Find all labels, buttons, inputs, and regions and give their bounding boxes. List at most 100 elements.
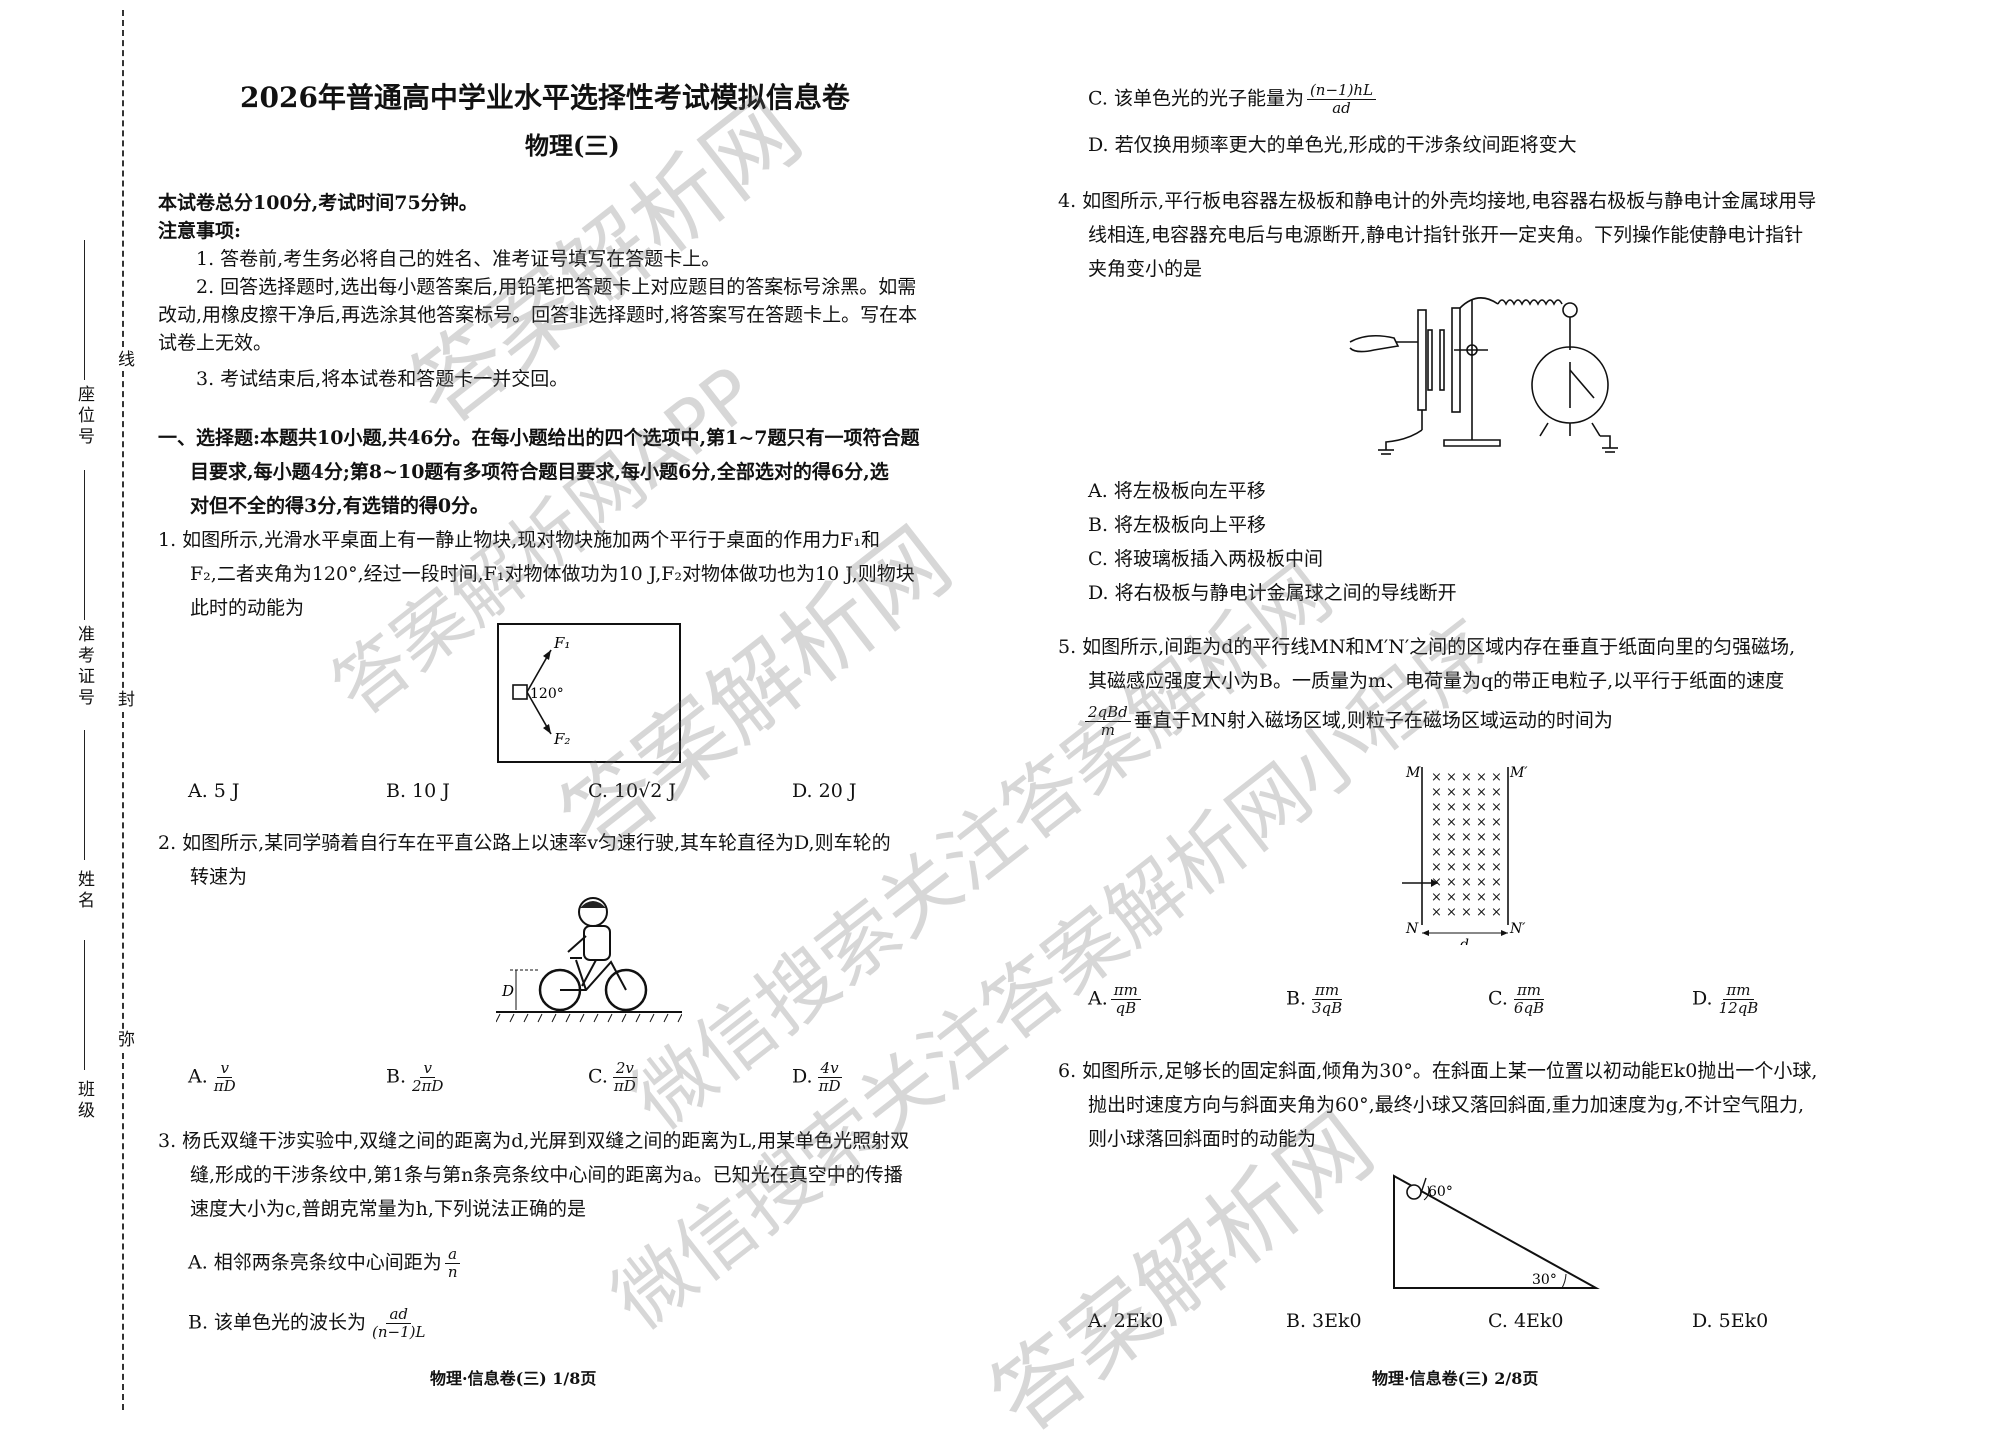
q5-option-a-den: qB — [1115, 999, 1137, 1017]
q2-fig-d-label: D — [501, 982, 514, 1000]
field-cross: × — [1491, 860, 1502, 875]
q2-line-2: 转速为 — [190, 866, 248, 888]
q5-option-d-num: πm — [1723, 982, 1754, 1000]
q2-bicycle-figure: D — [496, 897, 682, 1023]
q3-option-c-num: (n−1)hL — [1306, 82, 1377, 100]
q2-option-c-den: πD — [613, 1077, 636, 1095]
note-3: 3. 考试结束后,将本试卷和答题卡一并交回。 — [196, 368, 569, 390]
q5-fig-m2: M′ — [1509, 765, 1528, 781]
q6-option-b: B. 3Ek0 — [1286, 1310, 1362, 1332]
field-cross: × — [1446, 905, 1457, 920]
q3-option-a-num: a — [445, 1246, 461, 1264]
q6-fig-60: 60° — [1428, 1184, 1453, 1200]
q2-option-b-den: 2πD — [412, 1077, 444, 1095]
field-cross: × — [1491, 785, 1502, 800]
q5-field-crosses: ××××××××××××××××××××××××××××××××××××××××… — [1431, 770, 1502, 920]
q2-option-a-letter: A. — [188, 1065, 208, 1088]
q1-option-a: A. 5 J — [188, 780, 240, 802]
field-cross: × — [1461, 770, 1472, 785]
q4-option-a: A. 将左极板向左平移 — [1088, 480, 1266, 502]
field-cross: × — [1461, 785, 1472, 800]
paper-title: 2026年普通高中学业水平选择性考试模拟信息卷 — [240, 81, 850, 114]
field-cross: × — [1431, 770, 1442, 785]
field-cross: × — [1461, 830, 1472, 845]
q1-fig-f2-label: F₂ — [553, 730, 570, 748]
q4-line-3: 夹角变小的是 — [1088, 258, 1203, 280]
section-1-line-3: 对但不全的得3分,有选错的得0分。 — [190, 495, 490, 517]
q3-option-b: B. 该单色光的波长为 ad(n−1)L — [188, 1306, 431, 1341]
q1-option-b: B. 10 J — [386, 780, 450, 802]
q1-force-diagram: F₁ F₂ 120° — [497, 623, 681, 763]
q5-speed-den: m — [1100, 721, 1115, 739]
q1-fig-f1-label: F₁ — [553, 634, 570, 652]
q2-option-a-num: v — [217, 1060, 232, 1078]
field-cross: × — [1446, 860, 1457, 875]
note-2a: 2. 回答选择题时,选出每小题答案后,用铅笔把答题卡上对应题目的答案标号涂黑。如… — [196, 276, 917, 298]
footer-page-1: 物理·信息卷(三) 1/8页 — [430, 1369, 597, 1388]
field-cross: × — [1476, 845, 1487, 860]
field-cross: × — [1476, 770, 1487, 785]
q5-line-1: 5. 如图所示,间距为d的平行线MN和M′N′之间的区域内存在垂直于纸面向里的匀… — [1058, 636, 1796, 658]
field-cross: × — [1431, 830, 1442, 845]
footer-page-2: 物理·信息卷(三) 2/8页 — [1372, 1369, 1539, 1388]
q2-option-b-letter: B. — [386, 1065, 407, 1088]
q6-line-3: 则小球落回斜面时的动能为 — [1088, 1128, 1317, 1150]
q5-fig-n2: N′ — [1509, 921, 1526, 937]
field-cross: × — [1431, 845, 1442, 860]
field-cross: × — [1476, 875, 1487, 890]
q3-option-b-den: (n−1)L — [372, 1323, 426, 1341]
note-1: 1. 答卷前,考生务必将自己的姓名、准考证号填写在答题卡上。 — [196, 248, 721, 270]
name-label: 姓名 — [74, 870, 94, 912]
field-cross: × — [1431, 785, 1442, 800]
q4-capacitor-electroscope-figure — [1349, 297, 1618, 455]
field-cross: × — [1431, 800, 1442, 815]
name-field-line — [84, 730, 85, 860]
q1-line-1: 1. 如图所示,光滑水平桌面上有一静止物块,现对物块施加两个平行于桌面的作用力F… — [158, 529, 881, 551]
field-cross: × — [1431, 905, 1442, 920]
q2-option-b-num: v — [420, 1060, 435, 1078]
q5-option-a-num: πm — [1110, 982, 1141, 1000]
q3-option-b-text: B. 该单色光的波长为 — [188, 1311, 367, 1334]
q5-option-b-den: 3qB — [1312, 999, 1343, 1017]
field-cross: × — [1446, 890, 1457, 905]
q4-line-2: 线相连,电容器充电后与电源断开,静电计指针张开一定夹角。下列操作能使静电计指针 — [1088, 224, 1804, 246]
q6-incline-figure: 60° 30° — [1393, 1174, 1600, 1289]
q5-option-b-num: πm — [1312, 982, 1343, 1000]
field-cross: × — [1491, 815, 1502, 830]
q6-option-c: C. 4Ek0 — [1488, 1310, 1564, 1332]
sidebar-line-mark: 线 — [112, 350, 137, 371]
q5-speed-num: 2qBd — [1085, 704, 1131, 722]
note-2c: 试卷上无效。 — [158, 332, 273, 354]
field-cross: × — [1491, 845, 1502, 860]
field-cross: × — [1491, 800, 1502, 815]
q3-option-b-num: ad — [386, 1306, 412, 1324]
seat-field-line — [84, 240, 85, 380]
q5-magnetic-field-figure: ××××××××××××××××××××××××××××××××××××××××… — [1402, 765, 1528, 945]
note-2b: 改动,用橡皮擦干净后,再选涂其他答案标号。回答非选择题时,将答案写在答题卡上。写… — [158, 304, 918, 326]
q3-line-1: 3. 杨氏双缝干涉实验中,双缝之间的距离为d,光屏到双缝之间的距离为L,用某单色… — [158, 1130, 910, 1152]
q4-option-c: C. 将玻璃板插入两极板中间 — [1088, 548, 1323, 570]
section-1-line-2: 目要求,每小题4分;第8~10题有多项符合题目要求,每小题6分,全部选对的得6分… — [190, 461, 889, 483]
q2-option-c-num: 2v — [612, 1060, 637, 1078]
field-cross: × — [1431, 815, 1442, 830]
paper-subtitle: 物理(三) — [525, 131, 620, 160]
field-cross: × — [1476, 785, 1487, 800]
q5-option-c-num: πm — [1513, 982, 1545, 1000]
q3-option-c-text: C. 该单色光的光子能量为 — [1088, 87, 1304, 110]
q6-line-2: 抛出时速度方向与斜面夹角为60°,最终小球又落回斜面,重力加速度为g,不计空气阻… — [1088, 1094, 1804, 1116]
q3-line-3: 速度大小为c,普朗克常量为h,下列说法正确的是 — [190, 1198, 586, 1220]
q1-option-c: C. 10√2 J — [588, 780, 676, 802]
q1-option-d: D. 20 J — [792, 780, 857, 802]
field-cross: × — [1461, 800, 1472, 815]
q5-fig-m: M — [1405, 765, 1421, 781]
q1-line-3: 此时的动能为 — [190, 597, 305, 619]
q5-line-3-text: 垂直于MN射入磁场区域,则粒子在磁场区域运动的时间为 — [1133, 709, 1613, 732]
q3-option-a-den: n — [447, 1263, 458, 1281]
q3-option-a-text: A. 相邻两条亮条纹中心间距为 — [188, 1251, 442, 1274]
